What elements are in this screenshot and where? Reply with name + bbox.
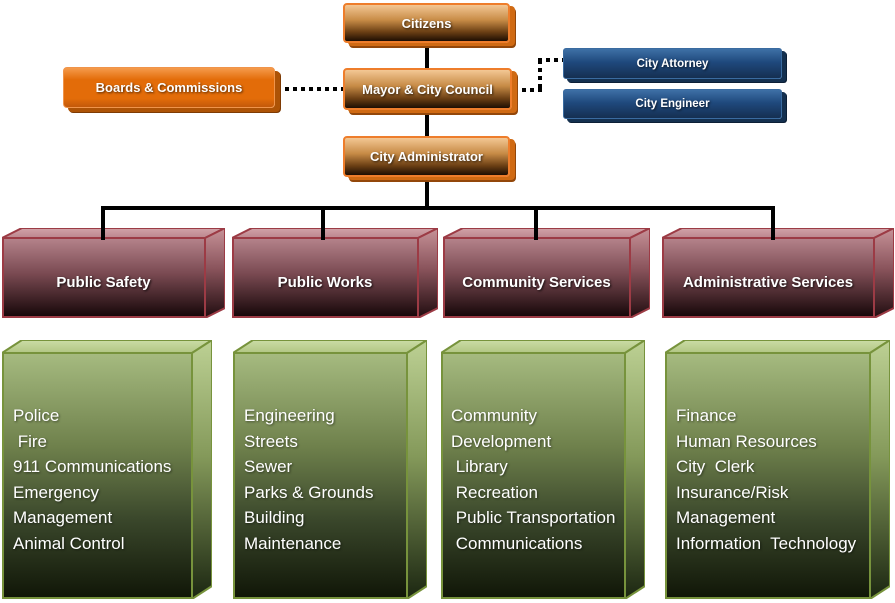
node-mayor-city-council-label: Mayor & City Council [362, 81, 493, 97]
dotted-elbow-vertical [538, 60, 542, 92]
dotted-mayor-right [514, 88, 542, 92]
dept-cube-administrative-services: Administrative Services [662, 228, 894, 318]
connector-drop-community-services [534, 206, 538, 240]
connector-citizens-mayor [425, 43, 429, 69]
units-list-community-services: Community Development Library Recreation… [451, 406, 616, 553]
node-city-administrator-label: City Administrator [370, 149, 483, 164]
units-list-administrative-services: Finance Human Resources City Clerk Insur… [676, 406, 857, 553]
node-city-engineer: City Engineer [563, 89, 782, 119]
connector-administrator-bus [425, 177, 429, 209]
node-citizens: Citizens [343, 3, 510, 43]
units-cube-public-works: Engineering Streets Sewer Parks & Ground… [233, 340, 427, 599]
node-city-engineer-label: City Engineer [635, 98, 710, 110]
units-cube-public-safety: Police Fire 911 Communications Emergency… [2, 340, 212, 599]
node-city-administrator: City Administrator [343, 136, 510, 177]
node-citizens-label: Citizens [401, 15, 452, 31]
connector-mayor-administrator [425, 110, 429, 137]
connector-bus-horizontal [101, 206, 775, 210]
dept-cube-public-safety: Public Safety [2, 228, 225, 318]
connector-drop-public-works [321, 206, 325, 240]
node-mayor-city-council: Mayor & City Council [343, 68, 512, 110]
dept-title-administrative-services: Administrative Services [682, 273, 854, 291]
units-cube-administrative-services: Finance Human Resources City Clerk Insur… [665, 340, 890, 599]
units-cube-community-services: Community Development Library Recreation… [441, 340, 645, 599]
dept-title-public-works: Public Works [277, 273, 373, 291]
node-city-attorney-label: City Attorney [636, 57, 709, 70]
dept-cube-community-services: Community Services [443, 228, 650, 318]
units-list-public-safety: Police Fire 911 Communications Emergency… [13, 406, 172, 553]
node-boards-commissions-label: Boards & Commissions [95, 80, 243, 95]
dept-cube-public-works: Public Works [232, 228, 438, 318]
connector-drop-public-safety [101, 206, 105, 240]
dotted-elbow-to-attorney [538, 58, 565, 62]
node-city-attorney: City Attorney [563, 48, 782, 79]
units-list-public-works: Engineering Streets Sewer Parks & Ground… [244, 406, 374, 553]
node-boards-commissions: Boards & Commissions [63, 67, 275, 108]
dotted-boards-mayor [277, 87, 343, 91]
dept-title-community-services: Community Services [462, 273, 611, 291]
dept-title-public-safety: Public Safety [56, 273, 151, 291]
connector-drop-administrative-services [771, 206, 775, 240]
